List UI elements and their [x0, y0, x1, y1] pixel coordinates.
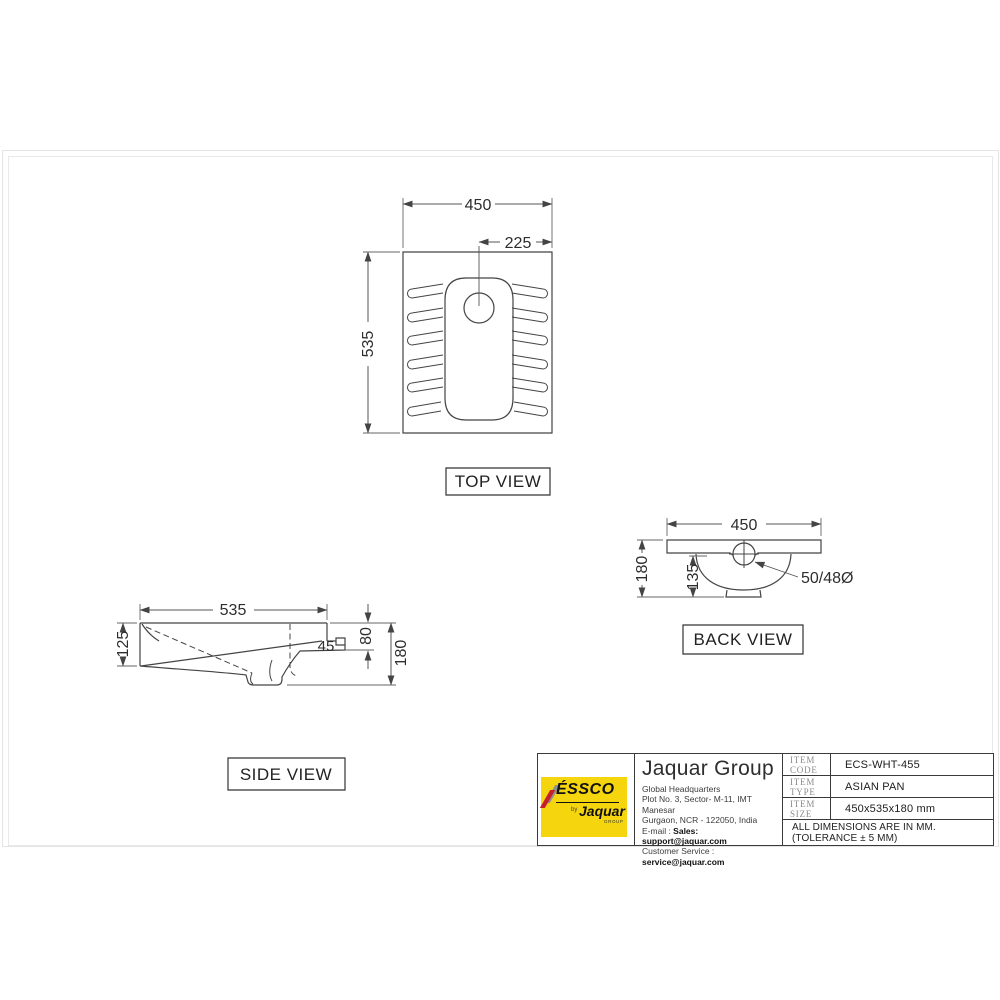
logo-cell: ÉSSCO by Jaquar GROUP: [538, 754, 635, 845]
back-foot: [726, 590, 761, 597]
address-line-3: Gurgaon, NCR - 122050, India: [642, 815, 758, 826]
side-view-label-box: [228, 758, 345, 790]
logo-jaquar-text: Jaquar: [579, 803, 625, 819]
drawing-frame-inner: [8, 156, 993, 846]
back-outlet-dia-dim: 50/48Ø: [801, 570, 853, 587]
side-rear-height-dim: 80: [358, 627, 375, 645]
top-hole-offset-dim: 225: [505, 235, 532, 252]
side-view-drawing: [140, 623, 345, 685]
side-inlet-dim: 45: [318, 638, 335, 655]
logo-rule: [556, 802, 619, 803]
left-treads: [408, 284, 444, 416]
company-cell: Jaquar Group Global Headquarters Plot No…: [635, 754, 783, 867]
essco-logo: ÉSSCO by Jaquar GROUP: [539, 777, 627, 837]
service-label: Customer Service :: [642, 846, 715, 857]
top-depth-dim: 535: [360, 331, 377, 358]
item-size-label: ITEM SIZE: [783, 798, 831, 819]
item-code-value: ECS-WHT-455: [845, 758, 920, 771]
address-line-2: Plot No. 3, Sector- M-11, IMT Manesar: [642, 794, 752, 815]
back-bowl-outline: [696, 554, 791, 590]
top-width-dim: 450: [465, 197, 492, 214]
email-line: E-mail : Sales: support@jaquar.com: [642, 826, 782, 847]
right-treads: [512, 284, 548, 416]
top-view-label-box: [446, 468, 550, 495]
item-type-value: ASIAN PAN: [845, 780, 905, 793]
essco-brand-text: ÉSSCO: [556, 781, 615, 798]
side-front-height-dim: 125: [115, 631, 132, 658]
side-length-dim: 535: [220, 602, 247, 619]
side-total-height-dim: 180: [393, 640, 410, 667]
back-view-label: BACK VIEW: [694, 630, 793, 649]
top-view-dimensions: [363, 198, 552, 433]
top-pan-outline: [403, 252, 552, 433]
outlet-crosshair-icon: [729, 540, 759, 568]
item-code-label: ITEM CODE: [783, 754, 831, 775]
side-slope-line: [141, 641, 322, 666]
item-type-row: ITEM TYPE ASIAN PAN: [783, 776, 993, 798]
item-size-row: ITEM SIZE 450x535x180 mm: [783, 798, 993, 820]
title-block: ÉSSCO by Jaquar GROUP Jaquar Group Globa…: [537, 753, 994, 867]
back-bowl-depth-dim: 135: [685, 564, 702, 591]
email-label: E-mail :: [642, 825, 674, 836]
side-bottom-profile: [140, 645, 345, 685]
top-view-drawing: [403, 252, 552, 433]
side-view-dimensions: [117, 604, 396, 685]
back-view-drawing: [667, 540, 821, 597]
service-value: service@jaquar.com: [642, 856, 725, 867]
item-type-label: ITEM TYPE: [783, 776, 831, 797]
email-value: Sales: support@jaquar.com: [642, 825, 727, 847]
top-view-label: TOP VIEW: [455, 472, 542, 491]
back-view-dimensions: [637, 518, 821, 597]
address-line-1: Global Headquarters: [642, 784, 721, 794]
tolerance-note: ALL DIMENSIONS ARE IN MM. (TOLERANCE ± 5…: [792, 821, 936, 844]
service-line: Customer Service : service@jaquar.com: [642, 846, 782, 867]
logo-group-tag: GROUP: [604, 819, 624, 824]
drawing-frame-outer: [2, 150, 999, 847]
back-height-dim: 180: [634, 556, 651, 583]
side-rear-notch: [336, 638, 345, 645]
back-width-dim: 450: [731, 517, 758, 534]
side-hidden-lines: [146, 624, 297, 676]
item-size-value: 450x535x180 mm: [845, 802, 936, 815]
item-table: ITEM CODE ECS-WHT-455 ITEM TYPE ASIAN PA…: [783, 754, 993, 845]
logo-by-text: by: [571, 807, 578, 813]
item-code-row: ITEM CODE ECS-WHT-455: [783, 754, 993, 776]
company-name: Jaquar Group: [642, 757, 775, 780]
back-view-label-box: [683, 625, 803, 654]
side-view-label: SIDE VIEW: [240, 765, 332, 784]
top-bowl-outline: [445, 278, 513, 420]
